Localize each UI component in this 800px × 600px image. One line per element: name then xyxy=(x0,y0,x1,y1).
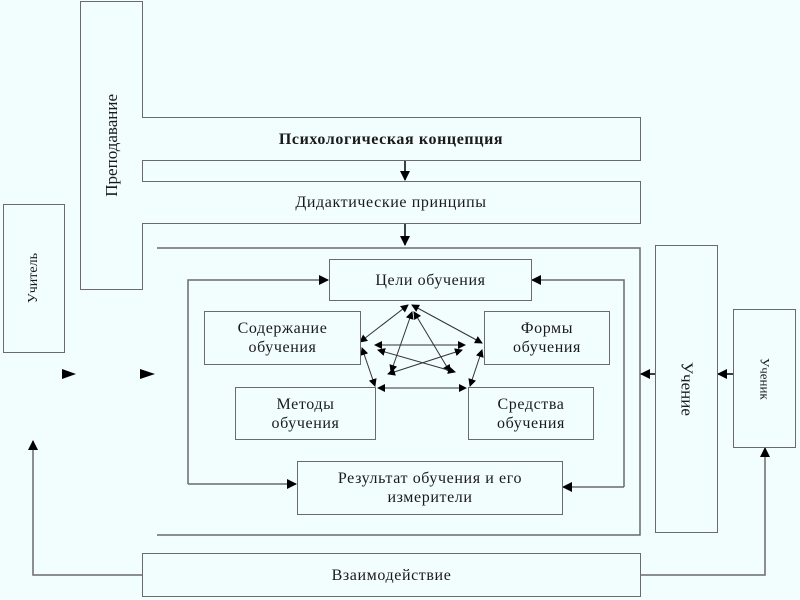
edge-goals-forms xyxy=(411,304,483,344)
edge-goals-means xyxy=(413,311,451,373)
interaction-box: Взаимодействие xyxy=(142,553,641,597)
didactic-principles-box: Дидактические принципы xyxy=(142,181,641,224)
arrow-head-teacher-2 xyxy=(140,369,155,379)
means-label: Средства обучения xyxy=(497,395,565,432)
content-label: Содержание обучения xyxy=(237,320,328,356)
goals-box: Цели обучения xyxy=(329,259,532,301)
methods-box: Методы обучения xyxy=(235,387,376,440)
learning-label: Учение xyxy=(677,362,697,416)
result-label: Результат обучения и его измерители xyxy=(337,470,523,506)
forms-label: Формы обучения xyxy=(513,320,581,356)
didactic-principles-label: Дидактические принципы xyxy=(295,194,487,211)
edge-goals-methods xyxy=(389,311,414,373)
forms-box: Формы обучения xyxy=(484,311,610,365)
result-box: Результат обучения и его измерители xyxy=(297,461,563,515)
edge-content-methods xyxy=(360,347,377,387)
interaction-to-teacher xyxy=(28,440,142,576)
teaching-label: Преподавание xyxy=(101,94,121,197)
psych-concept-label: Психологическая концепция xyxy=(278,130,504,148)
arrow-head-teacher-1 xyxy=(62,369,76,379)
teaching-box: Преподавание xyxy=(80,1,143,290)
methods-label: Методы обучения xyxy=(271,395,340,432)
edge-content-means xyxy=(377,348,456,374)
teacher-label: Учитель xyxy=(26,253,41,304)
edge-goals-content xyxy=(359,304,409,343)
student-box: Ученик xyxy=(733,309,796,448)
edge-forms-means xyxy=(468,349,484,387)
edge-forms-methods xyxy=(387,348,463,376)
teacher-box: Учитель xyxy=(3,204,65,353)
means-box: Средства обучения xyxy=(468,387,594,440)
student-label: Ученик xyxy=(757,357,773,400)
goals-label: Цели обучения xyxy=(375,271,486,289)
psych-concept-box: Психологическая концепция xyxy=(142,117,641,161)
interaction-label: Взаимодействие xyxy=(331,566,452,584)
learning-box: Учение xyxy=(655,245,718,533)
content-box: Содержание обучения xyxy=(204,311,361,365)
